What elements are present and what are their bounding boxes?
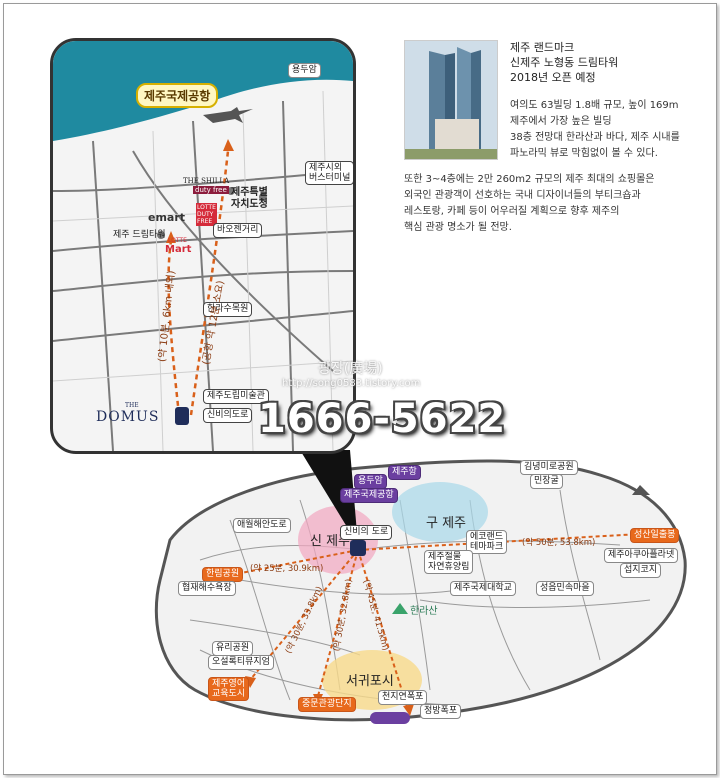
- phone-number: 1666-5622: [258, 396, 507, 442]
- label-gimnyeong: 김녕미로공원: [520, 460, 578, 475]
- inset-shilla: THE SHILLA: [183, 177, 230, 185]
- title-line: 신제주 노형동 드림타워: [510, 56, 619, 69]
- dream-tower-description: 여의도 63빌딩 1.8배 규모, 높이 169m 제주에서 가장 높은 빌딩 …: [510, 98, 680, 162]
- dream-tower-title: 제주 랜드마크 신제주 노형동 드림타워 2018년 오픈 예정: [510, 40, 618, 85]
- label-seongsan: 성산일출봉: [630, 528, 680, 543]
- inset-lotte-duty: LOTTE DUTY FREE: [196, 203, 217, 226]
- label-hallasan: 한라산: [410, 606, 438, 617]
- desc-line: 제주에서 가장 높은 빌딩: [510, 116, 612, 127]
- desc-line: 38층 전망대 한라산과 바다, 제주 시내를: [510, 132, 680, 143]
- label-hallim: 한림공원: [202, 567, 244, 582]
- title-line: 제주 랜드마크: [510, 41, 575, 54]
- watermark-url: http://song0583.tistory.com: [282, 378, 421, 389]
- inset-museum: 제주도립미술관: [203, 389, 269, 404]
- inset-emart: emart: [148, 211, 186, 224]
- inset-jeju-office: 제주특별 자치도청: [231, 187, 268, 210]
- domus-logo: DOMUS: [96, 409, 160, 425]
- route-east: (약 50분, 53.8km): [522, 538, 596, 548]
- dream-tower-photo: [404, 40, 498, 160]
- label-jungmun: 중문관광단지: [298, 697, 356, 712]
- inset-sinbiro: 신비의도로: [203, 408, 253, 423]
- label-minsok: 민장굴: [530, 474, 563, 489]
- label-aquaplanet: 제주아쿠아플라넷: [604, 548, 679, 563]
- label-jejuuni: 제주국제대학교: [450, 581, 516, 596]
- inset-airport-label: 제주국제공항: [136, 83, 219, 108]
- watermark-title: 광장(廣場): [318, 361, 383, 377]
- label-sinbiro: 신비의 도로: [340, 525, 393, 540]
- label-cheonjiyeon: 천지연폭포: [378, 690, 428, 705]
- domus-the: THE: [125, 402, 139, 409]
- desc-line: 레스토랑, 카페 등이 어우러질 계획으로 향후 제주의: [404, 206, 620, 217]
- inset-terminal: 제주시외 버스터미널: [305, 161, 353, 185]
- desc-line: 여의도 63빌딩 1.8배 규모, 높이 169m: [510, 100, 679, 111]
- label-yuri: 유리공원: [212, 641, 254, 656]
- label-airport: 제주국제공항: [340, 488, 398, 503]
- label-hyeopjae: 협재해수욕장: [178, 581, 236, 596]
- inset-dreamtower: 제주 드림타워: [113, 230, 166, 240]
- label-jejuport: 제주항: [388, 465, 421, 480]
- desc-line: 파노라믹 뷰로 막힘없이 볼 수 있다.: [510, 148, 658, 159]
- desc-line: 외국인 관광객이 선호하는 국내 디자이너들의 부티크숍과: [404, 190, 641, 201]
- title-line: 2018년 오픈 예정: [510, 71, 596, 84]
- inset-lottemart: Mart: [165, 244, 192, 255]
- page-frame: [3, 3, 717, 775]
- inset-yongduam: 용두암: [288, 63, 321, 78]
- inset-baoejen: 바오젠거리: [213, 223, 263, 238]
- label-gujeju: 구 제주: [426, 516, 467, 531]
- label-jeolmul: 제주절물 자연휴양림: [424, 550, 474, 574]
- label-seopjikoji: 섭지코지: [620, 563, 662, 578]
- label-aewol: 애월해안도로: [233, 518, 291, 533]
- shopping-description: 또한 3~4층에는 2만 260m2 규모의 제주 최대의 쇼핑몰은 외국인 관…: [404, 172, 655, 236]
- inset-lottemart-top: LOTTE: [168, 237, 187, 244]
- desc-line: 핵심 관광 명소가 될 전망.: [404, 222, 512, 233]
- label-eduvil: 제주영어 교육도시: [208, 677, 250, 701]
- label-ecoland: 에코랜드 테마파크: [466, 530, 508, 554]
- label-yongduam: 용두암: [354, 474, 387, 489]
- desc-line: 또한 3~4층에는 2만 260m2 규모의 제주 최대의 쇼핑몰은: [404, 174, 655, 185]
- inset-hallasumok: 한라수목원: [203, 302, 253, 317]
- label-osulloc: 오설록티뮤지엄: [208, 655, 274, 670]
- label-seogwipo: 서귀포시: [346, 674, 394, 689]
- label-seongeup: 성읍민속마을: [536, 581, 594, 596]
- route-west: (약 25분, 30.9km): [250, 564, 324, 574]
- inset-shilla-sub: duty free: [193, 186, 229, 194]
- label-jeongbang: 정방폭포: [420, 704, 462, 719]
